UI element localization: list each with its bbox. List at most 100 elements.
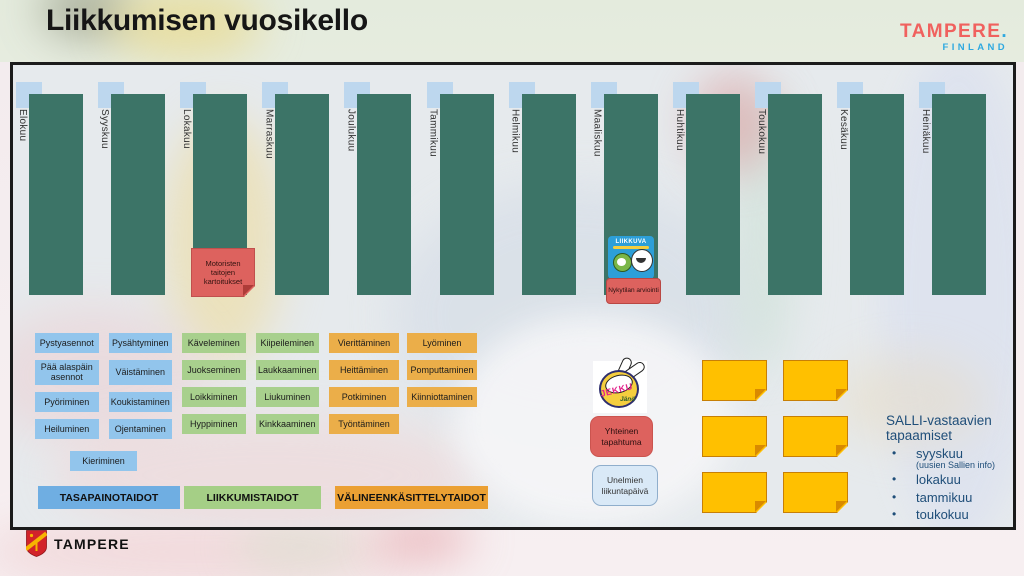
month-label: Huhtikuu xyxy=(673,109,685,151)
blank-sticky-note xyxy=(702,416,767,457)
salli-heading: SALLI-vastaavien tapaamiset xyxy=(886,413,992,443)
month-column: Marraskuu xyxy=(262,82,332,298)
skill-button: Kiinniottaminen xyxy=(407,387,477,407)
skill-button: Liukuminen xyxy=(255,387,319,407)
month-column: Helmikuu xyxy=(508,82,579,298)
skill-button: Heiluminen xyxy=(35,418,99,439)
month-bar xyxy=(521,94,576,295)
liikkuva-badge-band xyxy=(612,246,650,249)
liikkuva-badge-label: LIIKKUVA xyxy=(615,239,647,245)
skill-button: Hyppiminen xyxy=(182,414,246,434)
photo-blob xyxy=(831,355,986,445)
month-label: Kesäkuu xyxy=(838,109,849,151)
blank-sticky-notes-grid xyxy=(702,360,848,513)
skill-button: Työntäminen xyxy=(329,414,399,434)
skill-button: Käveleminen xyxy=(182,333,246,353)
year-clock-board: Elokuu Syyskuu Lokakuu Marraskuu Jouluku… xyxy=(10,62,1016,530)
tampere-finland-logo: TAMPERE. FINLAND xyxy=(868,22,1008,53)
month-bar xyxy=(685,94,740,295)
blank-sticky-note xyxy=(702,360,767,401)
month-label: Heinäkuu xyxy=(920,109,932,154)
brand-wordmark: TAMPERE. xyxy=(900,21,1008,42)
skill-button: Pää alaspäin asennot xyxy=(35,360,99,385)
salli-bullet-label: lokakuu xyxy=(916,472,961,488)
salli-bullet-label: tammikuu xyxy=(916,489,973,505)
month-label: Maaliskuu xyxy=(591,109,603,157)
skill-button: Loikkiminen xyxy=(182,387,246,407)
month-bar xyxy=(29,94,83,295)
cartoon-face-icon xyxy=(613,253,632,272)
month-bar xyxy=(850,94,904,295)
salli-bullet-item: tammikuu xyxy=(886,489,1013,505)
month-column: Joulukuu xyxy=(344,82,414,298)
skill-button: Pystyasennot xyxy=(35,333,99,353)
photo-blob xyxy=(108,0,263,60)
month-bar xyxy=(439,94,494,295)
month-label: Tammikuu xyxy=(427,109,439,157)
month-label: Toukokuu xyxy=(755,109,767,155)
month-bar xyxy=(111,94,166,295)
blank-sticky-note xyxy=(702,472,767,513)
skill-button: Pomputtaminen xyxy=(407,360,477,380)
brand-country: FINLAND xyxy=(942,42,1008,53)
blank-sticky-note xyxy=(783,416,848,457)
footer-logo-text: TAMPERE xyxy=(54,535,130,552)
month-label: Elokuu xyxy=(17,109,28,142)
photo-blob xyxy=(235,524,365,568)
manipulative-category-banner: VÄLINEENKÄSITTELYTAIDOT xyxy=(335,486,488,509)
month-bar xyxy=(357,94,412,295)
shared-event-note: Yhteinen tapahtuma xyxy=(590,416,653,457)
month-bar xyxy=(932,94,987,295)
salli-bullet-item: syyskuu(uusien Sallien info) xyxy=(886,445,1013,471)
brand-dot: . xyxy=(1001,21,1008,42)
month-label: Marraskuu xyxy=(263,109,275,159)
month-bar xyxy=(767,94,822,295)
salli-bullet-label: toukokuu xyxy=(916,507,969,523)
month-label: Joulukuu xyxy=(345,109,357,152)
tampere-footer-logo: TAMPERE xyxy=(26,530,130,557)
blank-sticky-note xyxy=(783,472,848,513)
month-label: Helmikuu xyxy=(509,109,521,154)
skill-button: Laukkaaminen xyxy=(255,360,319,380)
skill-button: Kinkkaaminen xyxy=(255,414,319,434)
salli-bullet-note: (uusien Sallien info) xyxy=(916,459,996,470)
skill-button: Juokseminen xyxy=(182,360,246,380)
month-column: Syyskuu xyxy=(98,82,168,298)
month-bar xyxy=(275,94,330,295)
liikkuva-badge: LIIKKUVA xyxy=(608,236,654,279)
salli-bullet-list: syyskuu(uusien Sallien info)lokakuutammi… xyxy=(886,445,1013,523)
month-column: Tammikuu xyxy=(426,82,497,298)
month-label: Syyskuu xyxy=(99,109,111,149)
month-column: Heinäkuu xyxy=(919,82,989,298)
skill-button: Heittäminen xyxy=(329,360,399,380)
salli-meetings-block: SALLI-vastaavien tapaamiset syyskuu(uusi… xyxy=(886,413,1013,523)
blank-sticky-note xyxy=(783,360,848,401)
jekku-mascot-badge: JEKKU Jänö xyxy=(593,356,647,413)
skill-button: Pysähtyminen xyxy=(108,333,172,353)
motor-skills-mapping-note: Motoristen taitojen kartoitukset xyxy=(191,248,255,297)
skill-button: Potkiminen xyxy=(329,387,399,407)
skill-button: Koukistaminen xyxy=(108,391,172,412)
jekku-subtitle: Jänö xyxy=(620,396,636,403)
page-title: Liikkumisen vuosikello xyxy=(46,4,368,37)
cartoon-face-icon xyxy=(631,249,653,272)
month-column: Toukokuu xyxy=(754,82,825,298)
locomotor-category-banner: LIIKKUMISTAIDOT xyxy=(184,486,321,509)
month-column: Huhtikuu xyxy=(672,82,743,298)
month-column: Kesäkuu xyxy=(837,82,907,298)
salli-bullet-label: syyskuu xyxy=(916,445,963,461)
salli-bullet-item: lokakuu xyxy=(886,472,1013,488)
tampere-coat-of-arms-icon xyxy=(26,530,47,557)
month-label: Lokakuu xyxy=(181,109,193,149)
skill-button: Väistäminen xyxy=(108,360,172,385)
skill-button: Pyöriminen xyxy=(35,391,99,412)
current-state-note: Nykytilan arviointi xyxy=(606,278,661,304)
month-column: Elokuu xyxy=(16,82,86,298)
skill-button: Lyöminen xyxy=(407,333,477,353)
dream-sports-day-note: Unelmien liikuntapäivä xyxy=(592,465,658,506)
skill-button: Kiipeileminen xyxy=(255,333,319,353)
